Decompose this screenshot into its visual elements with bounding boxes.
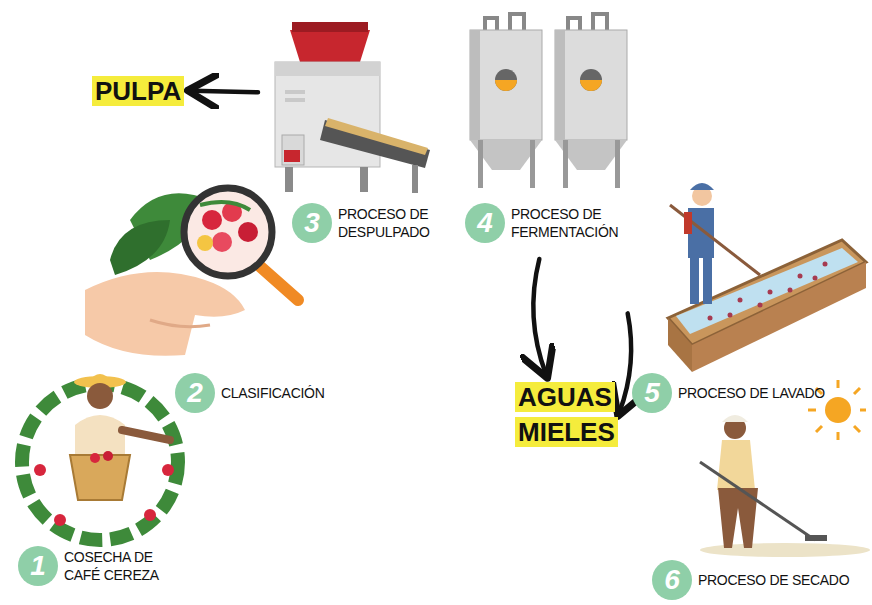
- step-row: 5 PROCESO DE LAVADO: [632, 373, 825, 413]
- process-step: 1COSECHA DE CAFÉ CEREZA: [10, 370, 200, 602]
- process-step: 2CLASIFICACIÓN: [80, 180, 310, 410]
- highlight-label: AGUAS MIELES: [515, 382, 618, 447]
- pulping-machine: [275, 22, 430, 193]
- step-number: 3: [292, 203, 332, 243]
- step-row: 6 PROCESO DE SECADO: [652, 560, 849, 600]
- process-step: 4PROCESO DE FERMENTACIÓN: [460, 5, 632, 255]
- step-label: PROCESO DE FERMENTACIÓN: [511, 205, 631, 241]
- washing-trough: [668, 183, 866, 372]
- step-row: 3PROCESO DE DESPULPADO: [292, 203, 438, 243]
- step-number: 5: [632, 373, 672, 413]
- step-label: CLASIFICACIÓN: [221, 384, 324, 402]
- step-number: 1: [18, 546, 58, 586]
- sorting-hand: [85, 188, 298, 356]
- step-number: 6: [652, 560, 692, 600]
- process-step: 3PROCESO DE DESPULPADO: [262, 18, 434, 258]
- harvest-farmer: [22, 374, 178, 540]
- drying-worker: [700, 380, 870, 557]
- flow-arrow: [619, 313, 631, 412]
- step-row: 2 CLASIFICACIÓN: [175, 373, 324, 413]
- output-label: PULPA: [92, 74, 186, 107]
- process-step: 6 PROCESO DE SECADO: [650, 385, 868, 603]
- step-label: PROCESO DE DESPULPADO: [338, 205, 438, 241]
- step-label: PROCESO DE SECADO: [698, 571, 849, 589]
- step-row: 1COSECHA DE CAFÉ CEREZA: [18, 546, 174, 586]
- process-step: 5 PROCESO DE LAVADO: [628, 175, 868, 415]
- step-label: PROCESO DE LAVADO: [678, 384, 825, 402]
- flow-arrow: [192, 91, 258, 93]
- output-label: AGUAS MIELES: [515, 380, 619, 449]
- step-row: 4PROCESO DE FERMENTACIÓN: [465, 203, 631, 243]
- step-number: 2: [175, 373, 215, 413]
- flow-arrow: [533, 259, 546, 374]
- step-label: COSECHA DE CAFÉ CEREZA: [64, 548, 174, 584]
- highlight-label: PULPA: [92, 76, 184, 106]
- fermentation-tanks: [470, 14, 627, 188]
- step-number: 4: [465, 203, 505, 243]
